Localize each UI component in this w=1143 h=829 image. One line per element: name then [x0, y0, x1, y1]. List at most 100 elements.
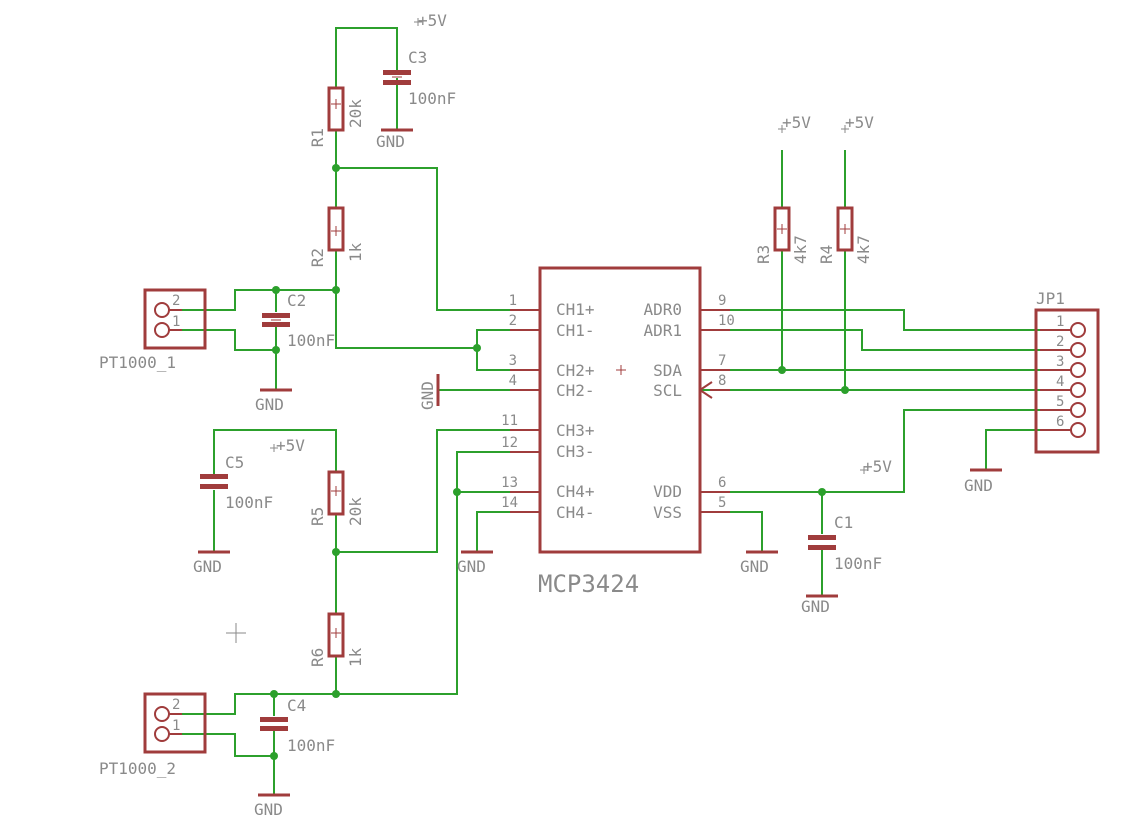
- vcc-symbol: +5V: [860, 457, 892, 476]
- resistor-value: 20k: [346, 99, 365, 128]
- pin-label: CH4-: [556, 503, 595, 522]
- capacitor-c2[interactable]: C2 100nF: [262, 291, 335, 350]
- junction-dot: [332, 164, 340, 172]
- junction-dot: [473, 344, 481, 352]
- pin-label: VDD: [653, 482, 682, 501]
- junction-dot: [270, 752, 278, 760]
- wire-node-ch1p: [336, 167, 530, 311]
- capacitor-value: 100nF: [834, 554, 882, 573]
- resistor-r3[interactable]: R3 4k7: [754, 206, 810, 264]
- svg-text:GND: GND: [376, 132, 405, 151]
- svg-text:GND: GND: [193, 557, 222, 576]
- pin-number: 2: [1056, 334, 1064, 350]
- pin-number: 4: [1056, 374, 1064, 390]
- wire-vss-gnd: [710, 511, 763, 552]
- resistor-r2[interactable]: R2 1k: [308, 206, 365, 267]
- connector-pin: [154, 726, 170, 742]
- connector-pin: [154, 322, 170, 338]
- pin-label: SCL: [653, 381, 682, 400]
- origin-cross: [616, 365, 626, 375]
- pin-label: CH3+: [556, 421, 595, 440]
- svg-text:+5V: +5V: [782, 113, 811, 132]
- pin-number: 11: [501, 413, 518, 429]
- capacitor-name: C4: [287, 696, 306, 715]
- pin-number: 8: [718, 373, 726, 389]
- pin-label: VSS: [653, 503, 682, 522]
- connector-jp1[interactable]: 1 2 3 4 5 6 JP1: [1034, 289, 1100, 454]
- wire-pt2-pin1: [182, 733, 274, 757]
- junction-dot: [270, 690, 278, 698]
- svg-text:+5V: +5V: [418, 11, 447, 30]
- gnd-symbol: GND: [255, 388, 292, 414]
- capacitor-c3[interactable]: C3 100nF: [383, 48, 456, 108]
- capacitor-c4[interactable]: C4 100nF: [260, 696, 335, 755]
- pin-number: 14: [501, 495, 518, 511]
- resistor-value: 1k: [346, 242, 365, 262]
- resistor-body: [836, 206, 854, 252]
- connector-pt1000-2[interactable]: 2 1 PT1000_2: [99, 692, 207, 778]
- capacitor-value: 100nF: [287, 736, 335, 755]
- connector-pin: [154, 302, 170, 318]
- pin-number: 9: [718, 293, 726, 309]
- pin-label: SDA: [653, 361, 682, 380]
- cursor-crosshair-icon: [226, 623, 246, 643]
- connector-pin: [1070, 362, 1086, 378]
- resistor-r5[interactable]: R5 20k: [308, 470, 365, 526]
- capacitor-c5[interactable]: C5 100nF: [200, 453, 273, 512]
- svg-text:GND: GND: [964, 476, 993, 495]
- origin-cross: [331, 226, 341, 236]
- capacitor-name: C3: [408, 48, 427, 67]
- gnd-symbol: GND: [964, 468, 1002, 495]
- pin-label: CH2+: [556, 361, 595, 380]
- gnd-symbol: GND: [457, 550, 493, 576]
- wire-ch4m-gnd: [476, 511, 530, 552]
- resistor-body: [327, 86, 345, 132]
- connector-pin-stubs: [169, 713, 182, 735]
- connector-pin: [1070, 422, 1086, 438]
- junction-dot: [332, 690, 340, 698]
- connector-name: PT1000_1: [99, 353, 176, 372]
- capacitor-c1[interactable]: C1 100nF: [808, 513, 882, 573]
- ic-name: MCP3424: [538, 570, 639, 598]
- pin-number: 13: [501, 475, 518, 491]
- wire-ch1m: [476, 329, 530, 371]
- ic-right-pin-stubs: [700, 309, 730, 513]
- junction-dot: [332, 286, 340, 294]
- resistor-r6[interactable]: R6 1k: [308, 612, 365, 667]
- svg-text:GND: GND: [418, 381, 437, 410]
- connector-pin-stubs: [1040, 329, 1071, 431]
- capacitor-plate: [260, 717, 288, 722]
- pin-number: 6: [1056, 414, 1064, 430]
- pin-number: 10: [718, 313, 735, 329]
- junction-dot: [332, 548, 340, 556]
- wire-adr1: [710, 329, 1040, 351]
- resistor-r1[interactable]: R1 20k: [308, 86, 365, 147]
- pin-label: CH4+: [556, 482, 595, 501]
- pin-number: 2: [172, 697, 180, 713]
- gnd-symbol: GND: [801, 594, 838, 616]
- gnd-symbol: GND: [376, 128, 413, 151]
- pin-number: 1: [172, 314, 180, 330]
- resistor-value: 20k: [346, 497, 365, 526]
- resistor-value: 4k7: [791, 235, 810, 264]
- pin-number: 1: [172, 718, 180, 734]
- capacitor-plate: [808, 545, 836, 550]
- svg-text:GND: GND: [801, 597, 830, 616]
- connector-name: PT1000_2: [99, 759, 176, 778]
- ic-left-pin-stubs: [510, 309, 540, 513]
- junction-dot: [272, 286, 280, 294]
- resistor-value: 4k7: [854, 235, 873, 264]
- pin-label: CH3-: [556, 442, 595, 461]
- origin-cross: [331, 99, 341, 109]
- gnd-symbol: GND: [740, 550, 778, 576]
- connector-pin: [1070, 322, 1086, 338]
- ic-mcp3424[interactable]: MCP3424 1 CH1+ 2 CH1- 3 CH2+ 4 CH2- 11 C…: [501, 266, 735, 598]
- pin-number: 2: [172, 293, 180, 309]
- connector-pt1000-1[interactable]: 2 1 PT1000_1: [99, 288, 207, 372]
- pin-label: CH1-: [556, 321, 595, 340]
- connector-body: [143, 692, 207, 754]
- connector-body: [143, 288, 207, 350]
- pin-number: 7: [718, 353, 726, 369]
- capacitor-plate: [200, 484, 228, 489]
- resistor-r4[interactable]: R4 4k7: [817, 206, 873, 264]
